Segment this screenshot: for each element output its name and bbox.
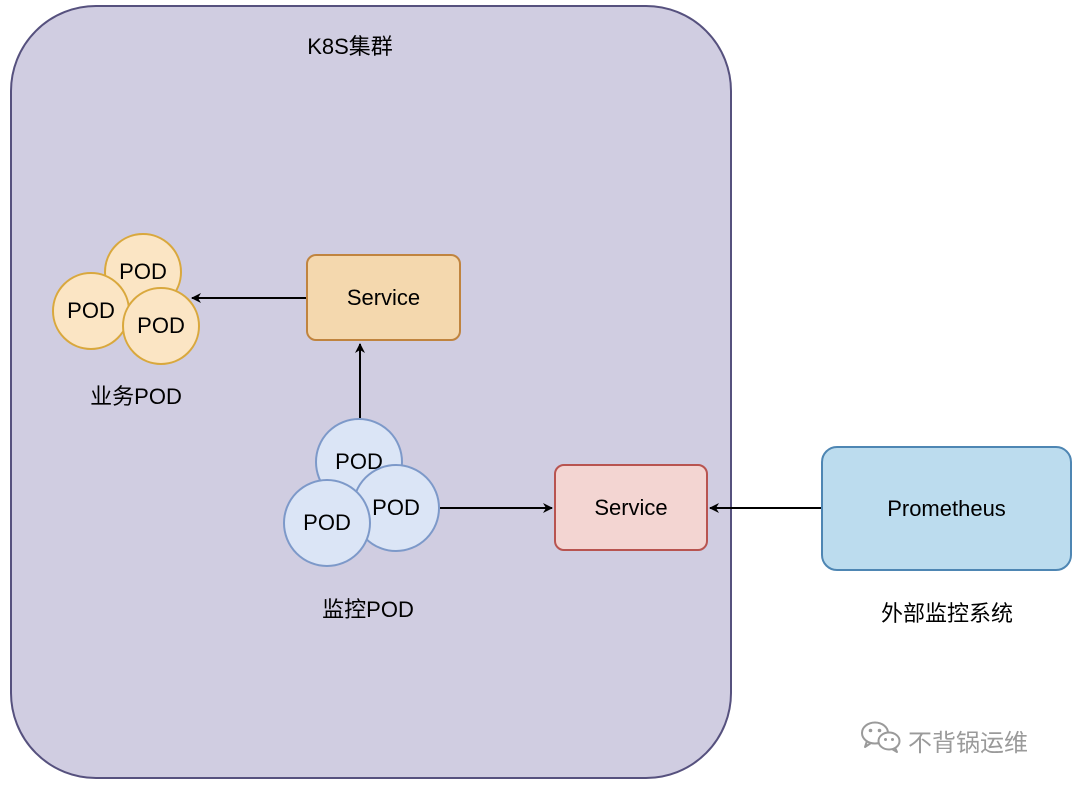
prometheus-box: Prometheus	[821, 446, 1072, 571]
watermark-text: 不背锅运维	[908, 729, 1028, 757]
watermark: 不背锅运维	[860, 720, 1028, 760]
business-pod: POD	[52, 272, 130, 350]
k8s-cluster	[10, 5, 732, 779]
cluster-title: K8S集群	[307, 34, 393, 59]
business-pod-label: 业务POD	[90, 384, 182, 409]
monitor-pod: POD	[283, 479, 371, 567]
business-pod: POD	[122, 287, 200, 365]
business-service: Service	[306, 254, 461, 341]
monitor-pod-label: 监控POD	[322, 597, 414, 622]
wechat-icon	[860, 720, 902, 761]
external-monitor-label: 外部监控系统	[880, 601, 1014, 626]
monitor-service: Service	[554, 464, 708, 551]
